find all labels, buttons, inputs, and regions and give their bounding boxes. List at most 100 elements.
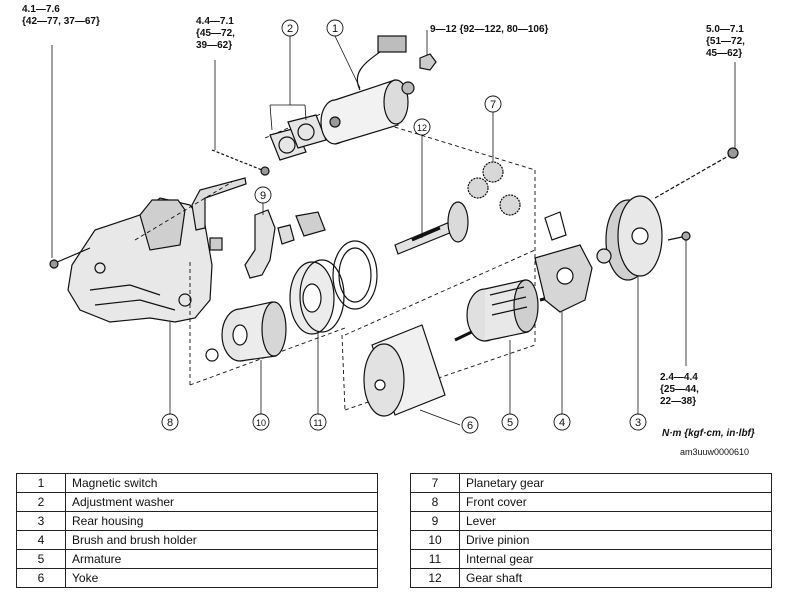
legend-number: 9: [410, 511, 460, 531]
callout-circle: [326, 19, 344, 37]
bracket-part: [191, 149, 270, 231]
through-bolt-left: [49, 247, 91, 269]
legend-part-name: Gear shaft: [459, 568, 772, 588]
callout-4: 4: [553, 413, 571, 431]
planetary-gear-part: [467, 161, 521, 216]
legend-number: 11: [410, 549, 460, 569]
callout-7: 7: [484, 95, 502, 113]
callout-number: 2: [287, 23, 293, 35]
callout-6: 6: [461, 416, 479, 434]
legend-number: 7: [410, 473, 460, 493]
rear-screw-part: [667, 231, 691, 241]
lever-part: [244, 209, 276, 279]
callout-number: 5: [507, 417, 513, 429]
callout-number: 1: [332, 23, 338, 35]
internal-gear-part: [289, 259, 345, 335]
callout-number: 6: [467, 420, 473, 432]
torque-label-terminal-nut: 9—12 {92—122, 80—106}: [430, 24, 549, 35]
yoke-part: [363, 324, 446, 417]
callout-number: 4: [559, 417, 565, 429]
torque-unit-note: N·m {kgf·cm, in·lbf}: [662, 428, 755, 439]
legend-number: 3: [16, 511, 66, 531]
legend-number: 8: [410, 492, 460, 512]
terminal-nut-part: [419, 53, 437, 71]
legend-part-name: Internal gear: [459, 549, 772, 569]
callout-11: 11: [309, 413, 327, 431]
callout-circle: [484, 95, 502, 113]
legend-part-name: Armature: [65, 549, 378, 569]
callout-circle: [461, 416, 479, 434]
callout-1: 1: [326, 19, 344, 37]
magnetic-switch-part: [320, 35, 415, 145]
legend-number: 1: [16, 473, 66, 493]
front-cover-part: [67, 197, 213, 323]
callout-12: 12: [413, 118, 431, 136]
callout-3: 3: [629, 413, 647, 431]
callout-number: 8: [167, 417, 173, 429]
callout-circle: [252, 413, 270, 431]
adjustment-washer-part: [269, 114, 327, 161]
drive-pinion-part: [205, 301, 287, 362]
legend-part-name: Lever: [459, 511, 772, 531]
leader-lines: [51, 30, 736, 426]
legend-number: 6: [16, 568, 66, 588]
callout-circle: [254, 186, 272, 204]
gear-shaft-part: [394, 201, 469, 255]
legend-part-name: Drive pinion: [459, 530, 772, 550]
legend-part-name: Magnetic switch: [65, 473, 378, 493]
legend-number: 5: [16, 549, 66, 569]
callout-number: 10: [256, 418, 266, 428]
legend-part-name: Brush and brush holder: [65, 530, 378, 550]
callout-circle: [553, 413, 571, 431]
callout-5: 5: [501, 413, 519, 431]
callout-number: 11: [313, 418, 322, 428]
torque-label-through-bolt: 5.0—7.1 {51—72, 45—62}: [706, 24, 745, 59]
legend-number: 10: [410, 530, 460, 550]
callout-number: 12: [417, 123, 427, 133]
legend-part-name: Front cover: [459, 492, 772, 512]
callout-2: 2: [281, 19, 299, 37]
torque-label-front-bolt: 4.1—7.6 {42—77, 37—67}: [22, 4, 100, 27]
small-parts: [209, 211, 326, 251]
legend-part-name: Rear housing: [65, 511, 378, 531]
callout-number: 9: [260, 190, 266, 202]
rear-housing-part: [596, 195, 663, 281]
legend-number: 2: [16, 492, 66, 512]
retainer-ring-part: [332, 240, 378, 310]
through-bolt-long: [654, 147, 739, 199]
legend-number: 12: [410, 568, 460, 588]
legend-part-name: Adjustment washer: [65, 492, 378, 512]
legend-part-name: Yoke: [65, 568, 378, 588]
callout-8: 8: [161, 413, 179, 431]
callout-circle: [413, 118, 431, 136]
callout-10: 10: [252, 413, 270, 431]
callout-circle: [281, 19, 299, 37]
callout-number: 7: [490, 99, 496, 111]
callout-number: 3: [635, 417, 641, 429]
figure-id: am3uuw0000610: [680, 447, 750, 457]
callout-9: 9: [254, 186, 272, 204]
brush-holder-part: [534, 211, 593, 313]
torque-label-rear-screw: 2.4—4.4 {25—44, 22—38}: [660, 372, 699, 407]
callout-circle: [161, 413, 179, 431]
legend-part-name: Planetary gear: [459, 473, 772, 493]
callout-circle: [309, 413, 327, 431]
torque-label-bracket-bolt: 4.4—7.1 {45—72, 39—62}: [196, 16, 235, 51]
legend-number: 4: [16, 530, 66, 550]
armature-part: [454, 279, 561, 342]
callout-circle: [629, 413, 647, 431]
